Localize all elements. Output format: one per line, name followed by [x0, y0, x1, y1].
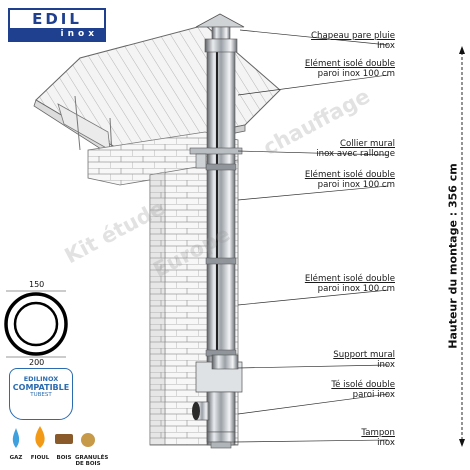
- label-element-1-sub: paroi inox 100 cm: [305, 69, 395, 79]
- label-tee-title: Té isolé double: [331, 380, 395, 390]
- cleanout-plug: [207, 432, 235, 448]
- label-element-2-sub: paroi inox 100 cm: [305, 180, 395, 190]
- inner-diameter-label: 150: [29, 280, 44, 289]
- label-element-3-title: Elément isolé double: [305, 274, 395, 284]
- height-label: Hauteur du montage : 356 cm: [447, 163, 460, 349]
- label-wall-collar-sub: inox avec rallonge: [316, 149, 395, 159]
- label-element-1-title: Elément isolé double: [305, 59, 395, 69]
- fuel-icons: [13, 426, 95, 448]
- height-dimension: [459, 46, 465, 447]
- label-rain-cap: Chapeau pare pluie Inox: [311, 31, 395, 51]
- label-plug-title: Tampon: [361, 428, 395, 438]
- badge-tubest: TUBEST: [10, 392, 72, 398]
- brand-logo: EDIL inox: [8, 8, 106, 42]
- fuel-gas-label: GAZ: [3, 455, 29, 461]
- diameter-diagram: [6, 291, 66, 357]
- roof: [34, 25, 280, 158]
- label-plug-sub: inox: [361, 438, 395, 448]
- compatibility-badge: EDILINOX COMPATIBLE TUBEST: [9, 368, 73, 420]
- label-element-3-sub: paroi inox 100 cm: [305, 284, 395, 294]
- label-rain-cap-sub: Inox: [311, 41, 395, 51]
- outer-diameter-label: 200: [29, 358, 44, 367]
- label-element-2-title: Elément isolé double: [305, 170, 395, 180]
- label-wall-support-sub: inox: [333, 360, 395, 370]
- label-wall-support: Support mural inox: [333, 350, 395, 370]
- logo-top: EDIL: [10, 10, 104, 28]
- label-tee: Té isolé double paroi inox: [331, 380, 395, 400]
- badge-brand: EDILINOX: [10, 375, 72, 383]
- badge-compatible: COMPATIBLE: [10, 383, 72, 392]
- label-wall-support-title: Support mural: [333, 350, 395, 360]
- logo-bottom: inox: [10, 28, 104, 40]
- label-wall-collar-title: Collier mural: [316, 139, 395, 149]
- fuel-wood-label: BOIS: [51, 455, 77, 461]
- label-plug: Tampon inox: [361, 428, 395, 448]
- fuel-pellet-label: GRANULÉS DE BOIS: [75, 455, 101, 467]
- label-wall-collar: Collier mural inox avec rallonge: [316, 139, 395, 159]
- label-tee-sub: paroi inox: [331, 390, 395, 400]
- label-rain-cap-title: Chapeau pare pluie: [311, 31, 395, 41]
- label-element-2: Elément isolé double paroi inox 100 cm: [305, 170, 395, 190]
- label-element-3: Elément isolé double paroi inox 100 cm: [305, 274, 395, 294]
- fuel-oil-label: FIOUL: [27, 455, 53, 461]
- label-element-1: Elément isolé double paroi inox 100 cm: [305, 59, 395, 79]
